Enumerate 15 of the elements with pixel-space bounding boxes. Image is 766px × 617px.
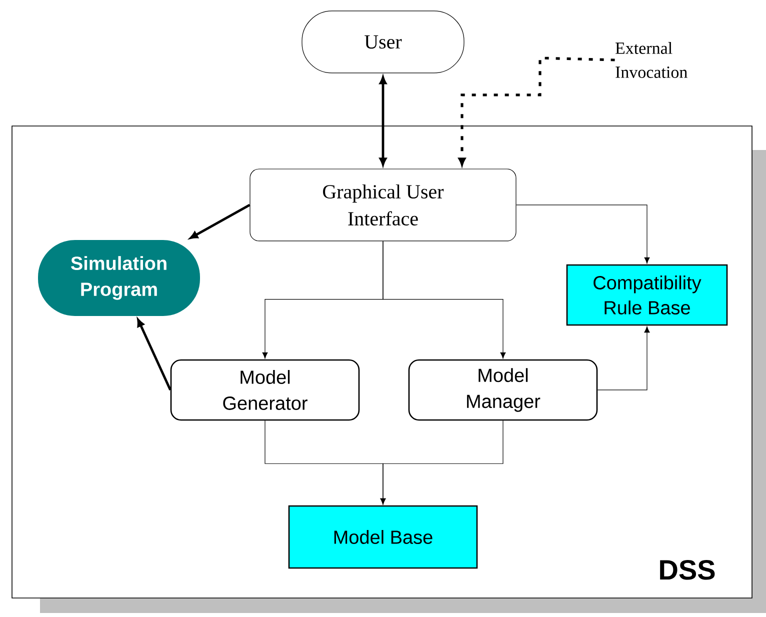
arrow: [379, 76, 387, 166]
data-box: Compatibility Rule Base: [566, 264, 728, 326]
arrow: [190, 204, 250, 239]
dotted-arrow: [458, 56, 615, 166]
arrow: [380, 420, 504, 505]
arrow: [137, 318, 172, 390]
data-box: Model Base: [288, 505, 478, 569]
process-box: Model Generator: [170, 359, 360, 421]
interface-box: Graphical User Interface: [250, 168, 516, 242]
arrow: [516, 204, 650, 264]
text-label: External Invocation: [616, 42, 688, 78]
arrow: [382, 240, 506, 359]
arrow: [597, 326, 650, 390]
process-box: User: [302, 10, 464, 74]
process-box: Model Manager: [408, 359, 598, 421]
